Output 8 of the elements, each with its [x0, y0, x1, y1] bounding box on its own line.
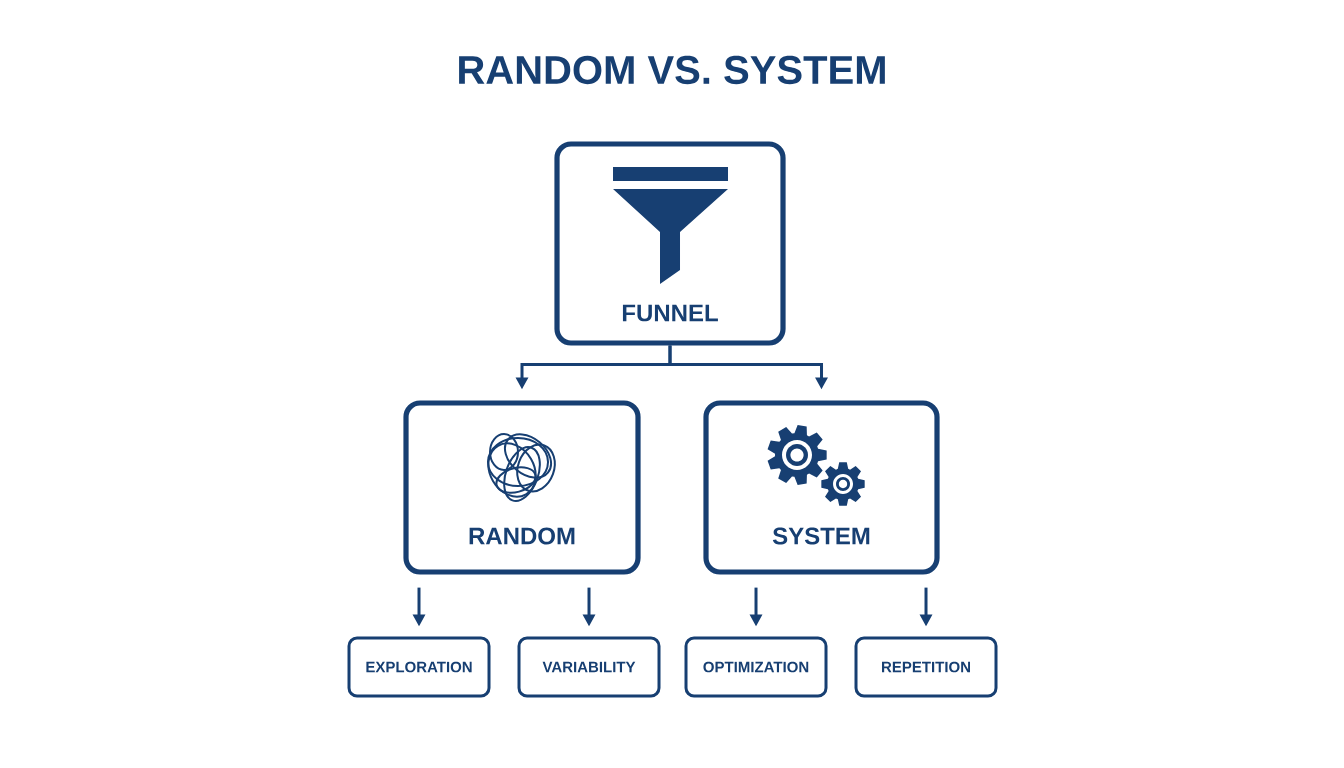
funnel-box: FUNNEL [554, 141, 786, 346]
outcome-box: EXPLORATION [347, 636, 491, 698]
outcome-box: REPETITION [854, 636, 998, 698]
title: RANDOM VS. SYSTEM [459, 55, 885, 85]
outcome-box: VARIABILITY [517, 636, 661, 698]
random-box: RANDOM [403, 400, 641, 575]
outcome-box: OPTIMIZATION [684, 636, 828, 698]
system-box: SYSTEM [703, 400, 940, 575]
